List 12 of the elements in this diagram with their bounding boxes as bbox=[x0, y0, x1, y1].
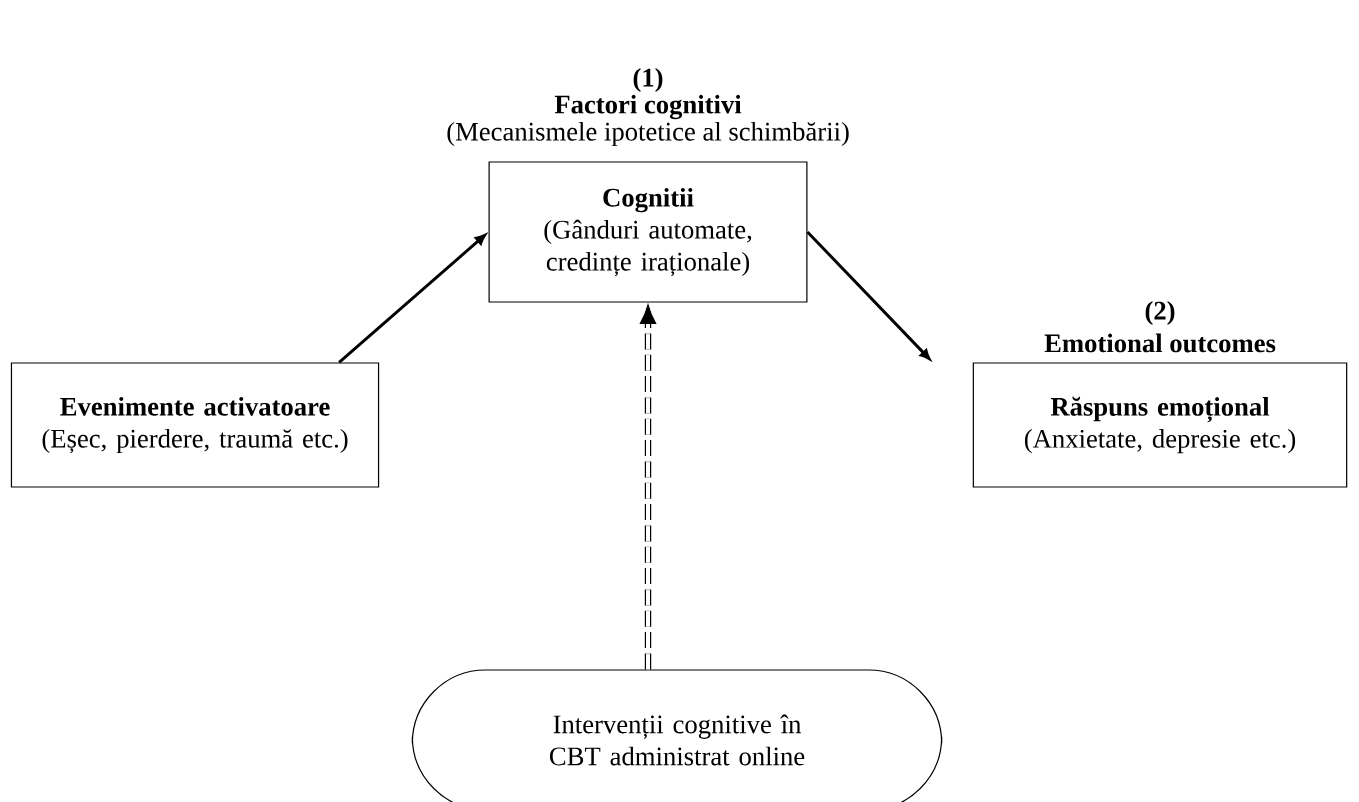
box: Evenimente activatoare (Eșec, pierdere, traumă etc.) bbox=[10, 362, 380, 488]
rounded-box: Intervenții cognitive în CBT administrat online bbox=[411, 669, 943, 802]
heading: (2) bbox=[1145, 300, 1175, 326]
box: Răspuns emoțional (Anxietate, depresie etc.) bbox=[972, 362, 1348, 488]
annotation-text: (Mecanismele ipotetice al schimbării) bbox=[447, 121, 849, 147]
arrow bbox=[639, 304, 657, 670]
box: Cognitii (Gânduri automate, credințe iraționale) bbox=[488, 161, 808, 303]
heading: Factori cognitivi bbox=[554, 94, 742, 120]
heading: (1) bbox=[633, 67, 663, 93]
arrow bbox=[338, 234, 486, 364]
arrow bbox=[806, 230, 931, 360]
heading: Emotional outcomes bbox=[1044, 333, 1276, 353]
